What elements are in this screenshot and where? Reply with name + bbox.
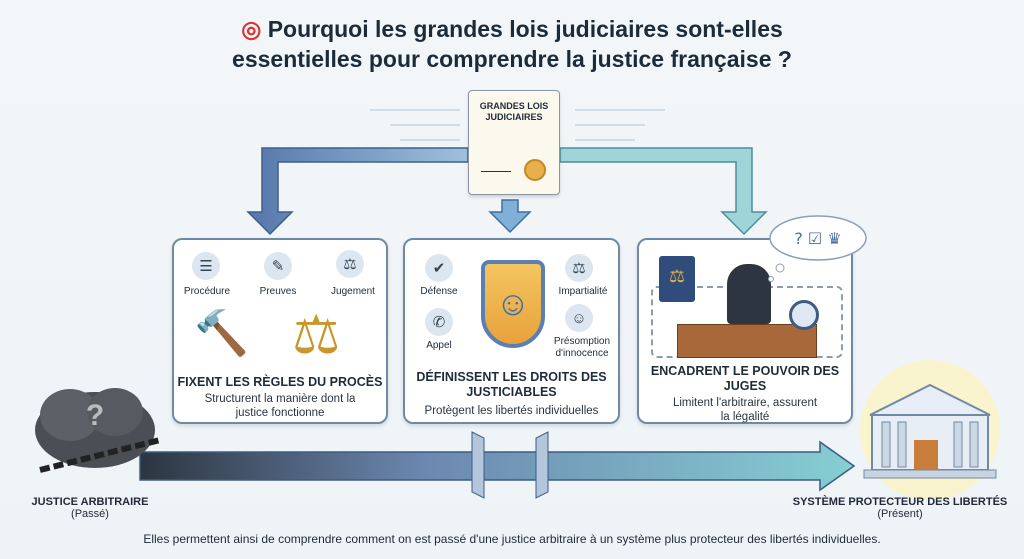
law-document: GRANDES LOIS JUDICIAIRES [468,90,560,195]
card-rules: ☰ ✎ ⚖ Procédure Preuves Jugement 🔨 ⚖ FIX… [172,238,388,424]
label-preuves: Preuves [259,286,297,297]
target-icon: ◎ [241,16,262,42]
shield-check-icon: ✔ [425,254,453,282]
card-heading: ENCADRENT LE POUVOIR DES JUGES [650,364,840,393]
card-subtitle: Limitent l'arbitraire, assurent la légal… [672,397,818,423]
label-appel: Appel [426,340,452,351]
footer-text: Elles permettent ainsi de comprendre com… [143,532,881,546]
desk-icon [677,324,817,358]
title-line-1: Pourquoi les grandes lois judiciaires so… [267,16,783,42]
svg-text:? ☑ ♛: ? ☑ ♛ [794,229,841,248]
law-book-icon: ⚖ [659,256,695,302]
signature-icon [481,171,511,172]
document-title: GRANDES LOIS JUDICIAIRES [479,101,549,122]
end-label: SYSTÈME PROTECTEUR DES LIBERTÉS [792,496,1008,508]
gate-icon [471,431,549,499]
shield-person-icon: ☺ [481,260,545,348]
thought-bubble-icon: ? ☑ ♛ [768,215,867,282]
label-jugement: Jugement [331,286,375,297]
title-line-2: essentielles pour comprendre la justice … [232,46,792,72]
card-heading: DÉFINISSENT LES DROITS DES JUSTICIABLES [416,370,607,399]
gavel-icon: 🔨 [194,309,249,358]
arrow-to-card-1 [246,147,469,236]
arrow-to-card-2 [488,199,532,234]
label-presomption: Présomption d'innocence [553,336,611,359]
timeline-arrow [139,440,856,492]
seal-icon [524,159,546,181]
courthouse-icon [860,360,1000,500]
circuit-lines [370,109,665,141]
page-title: ◎ Pourquoi les grandes lois judiciaires … [0,14,1024,74]
judge-icon [727,264,771,324]
person-icon: ☺ [565,304,593,332]
card-rights: ✔ ⚖ ✆ ☺ Défense Impartialité Appel Préso… [403,238,620,424]
checklist-icon: ☰ [192,252,220,280]
card-subtitle: Protègent les libertés individuelles [424,405,599,417]
scales-icon: ⚖ [565,254,593,282]
scales-icon: ⚖ [336,250,364,278]
phone-icon: ✆ [425,308,453,336]
end-sub: (Présent) [877,508,923,520]
start-sub: (Passé) [71,508,109,520]
arrow-to-card-3 [559,147,768,236]
label-procedure: Procédure [183,286,231,297]
card-heading: FIXENT LES RÈGLES DU PROCÈS [177,375,383,389]
start-label: JUSTICE ARBITRAIRE [31,496,149,508]
label-defense: Défense [420,286,458,297]
card-subtitle: Structurent la manière dont la justice f… [204,393,356,419]
svg-text:?: ? [86,399,104,432]
timeline-end: SYSTÈME PROTECTEUR DES LIBERTÉS (Présent… [780,496,1020,520]
storm-cloud-chains-icon: ? [35,388,161,473]
label-impartialite: Impartialité [558,286,608,297]
scales-large-icon: ⚖ [292,305,341,365]
timeline-start: JUSTICE ARBITRAIRE (Passé) [20,496,160,520]
document-pen-icon: ✎ [264,252,292,280]
magnifier-icon [789,300,819,330]
card-judges: ⚖ ENCADRENT LE POUVOIR DES JUGES Limiten… [637,238,853,424]
